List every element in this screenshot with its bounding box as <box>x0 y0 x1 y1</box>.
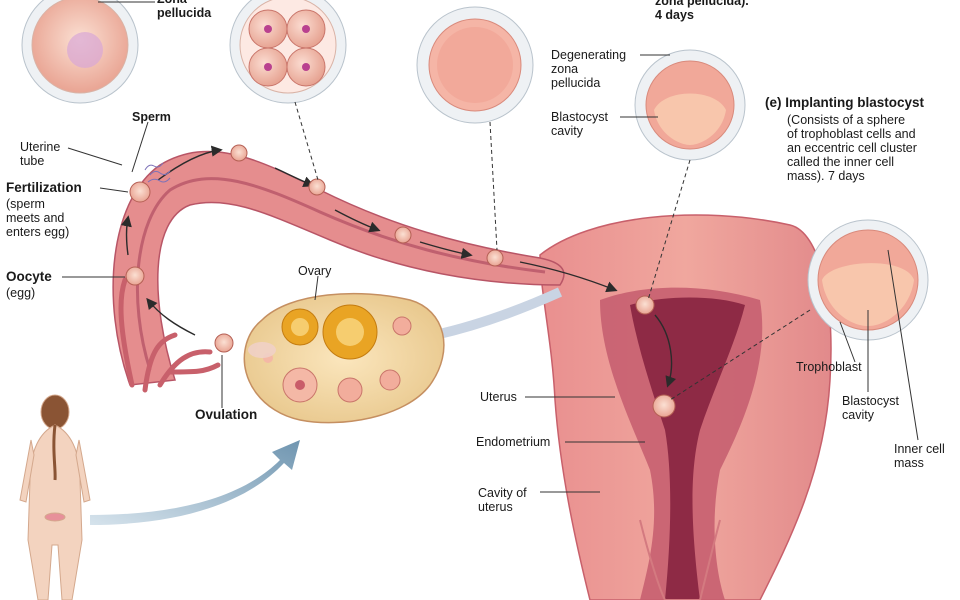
label-zona-pellucida-4days: zona pellucida). 4 days <box>655 0 749 22</box>
label-ovulation: Ovulation <box>195 407 258 422</box>
label-oocyte: Oocyte <box>6 269 52 284</box>
female-figure <box>19 394 91 600</box>
label-blastocyst-cavity-top: Blastocyst cavity <box>551 110 608 138</box>
label-cavity-of-uterus: Cavity of uterus <box>478 486 527 514</box>
tube-embryos <box>125 144 676 418</box>
stage-four-cell <box>229 0 347 104</box>
label-blastocyst-cavity-right: Blastocyst cavity <box>842 394 899 422</box>
stage-implanting-blastocyst <box>807 219 929 341</box>
stage-fertilized-egg <box>21 0 139 104</box>
label-implanting-desc: (Consists of a sphere of trophoblast cel… <box>787 113 917 183</box>
zoom-arrow <box>90 440 300 525</box>
label-trophoblast: Trophoblast <box>796 360 862 374</box>
ovary-illustration <box>243 292 445 424</box>
label-uterine-tube: Uterine tube <box>20 140 61 168</box>
label-oocyte-desc: (egg) <box>6 286 36 300</box>
label-degenerating-zona: Degenerating zona pellucida <box>551 48 627 90</box>
leader-lines <box>62 1 919 493</box>
label-sperm: Sperm <box>132 110 171 124</box>
label-fertilization-desc: (sperm meets and enters egg) <box>6 197 70 239</box>
uterine-tube <box>112 150 565 393</box>
sperm-cells <box>144 162 171 183</box>
label-inner-cell-mass: Inner cell mass <box>894 442 945 470</box>
uterus-illustration <box>539 214 832 600</box>
label-fertilization: Fertilization <box>6 180 82 195</box>
label-endometrium: Endometrium <box>476 435 551 449</box>
label-zona-pellucida-top: Zona pellucida <box>157 0 212 20</box>
stage-early-blastocyst <box>634 49 746 161</box>
label-ovary: Ovary <box>298 264 332 278</box>
label-implanting-title: (e) Implanting blastocyst <box>765 95 925 110</box>
label-uterus: Uterus <box>480 390 517 404</box>
stage-morula <box>416 6 534 124</box>
